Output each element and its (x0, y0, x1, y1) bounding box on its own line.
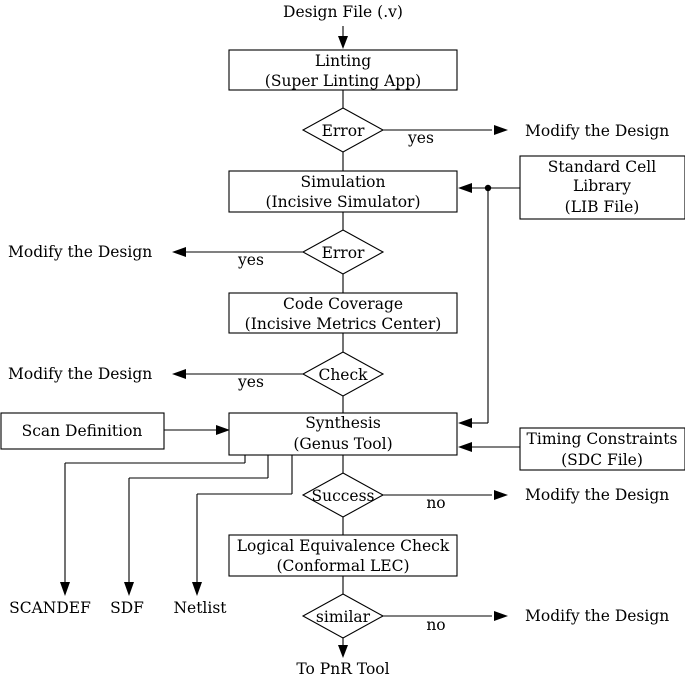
similar-no-label: no (426, 616, 445, 634)
linting-box: Linting (Super Linting App) (228, 49, 458, 91)
sdf-output: SDF (110, 599, 144, 617)
error1-yes-label: yes (407, 129, 434, 147)
simulation-title: Simulation (301, 173, 386, 191)
lec-box: Logical Equivalence Check (Conformal LEC… (228, 534, 458, 577)
synthesis-tool: (Genus Tool) (293, 435, 392, 453)
lec-tool: (Conformal LEC) (276, 557, 409, 575)
netlist-output: Netlist (173, 599, 227, 617)
error1-label: Error (322, 122, 365, 140)
error2-yes-label: yes (237, 251, 264, 269)
check-label: Check (318, 366, 368, 384)
check-decision: Check (301, 351, 385, 397)
check-modify-design: Modify the Design (8, 365, 152, 383)
arrowhead-to-scandef (60, 582, 70, 596)
arrowheads (60, 36, 508, 658)
code-coverage-box: Code Coverage (Incisive Metrics Center) (228, 292, 458, 334)
design-file-input-label: Design File (.v) (283, 3, 403, 21)
pnr-tool-output-label: To PnR Tool (296, 660, 389, 678)
similar-decision: similar (301, 593, 385, 639)
coverage-tool: (Incisive Metrics Center) (245, 315, 442, 333)
scan-definition-label: Scan Definition (22, 422, 143, 440)
timing-constraints-box: Timing Constraints (SDC File) (519, 427, 685, 471)
error2-modify-design: Modify the Design (8, 243, 152, 261)
error1-decision: Error (301, 107, 385, 153)
connectors (64, 26, 520, 645)
linting-title: Linting (315, 52, 371, 70)
linting-tool: (Super Linting App) (265, 72, 421, 90)
arrowhead-scan-to-synthesis (216, 425, 230, 435)
similar-modify-design: Modify the Design (525, 607, 669, 625)
arrowhead-to-linting (338, 36, 348, 49)
arrowhead-to-simulation (458, 183, 472, 193)
stdcell-line1: Standard Cell (548, 158, 656, 176)
junction-dot (484, 184, 492, 192)
stdcell-line3: (LIB File) (565, 198, 640, 216)
check-yes-label: yes (237, 373, 264, 391)
success-decision: Success (301, 472, 385, 518)
lec-title: Logical Equivalence Check (237, 537, 450, 555)
arrowhead-error2-yes (172, 247, 186, 257)
standard-cell-library-box: Standard Cell Library (LIB File) (519, 155, 685, 220)
success-label: Success (311, 487, 374, 505)
synthesis-title: Synthesis (305, 414, 381, 432)
arrowhead-error1-yes (494, 125, 508, 135)
arrowhead-success-no (494, 490, 508, 500)
synthesis-box: Synthesis (Genus Tool) (228, 412, 458, 456)
arrowhead-to-netlist (192, 582, 202, 596)
error2-label: Error (322, 244, 365, 262)
success-modify-design: Modify the Design (525, 486, 669, 504)
timing-line2: (SDC File) (561, 451, 643, 469)
scan-definition-box: Scan Definition (0, 412, 165, 450)
coverage-title: Code Coverage (283, 295, 403, 313)
timing-line1: Timing Constraints (527, 430, 678, 448)
arrowhead-check-yes (172, 369, 186, 379)
arrowhead-to-pnr (338, 645, 348, 658)
error1-modify-design: Modify the Design (525, 122, 669, 140)
similar-label: similar (316, 608, 371, 626)
simulation-tool: (Incisive Simulator) (265, 193, 420, 211)
error2-decision: Error (301, 229, 385, 275)
scandef-output: SCANDEF (9, 599, 91, 617)
arrowhead-sdc-to-synthesis (458, 442, 472, 452)
arrowhead-lib-to-synthesis (458, 418, 472, 428)
stdcell-line2: Library (573, 177, 631, 195)
success-no-label: no (426, 494, 445, 512)
arrowhead-similar-no (494, 611, 508, 621)
simulation-box: Simulation (Incisive Simulator) (228, 170, 458, 213)
arrowhead-to-sdf (124, 582, 134, 596)
